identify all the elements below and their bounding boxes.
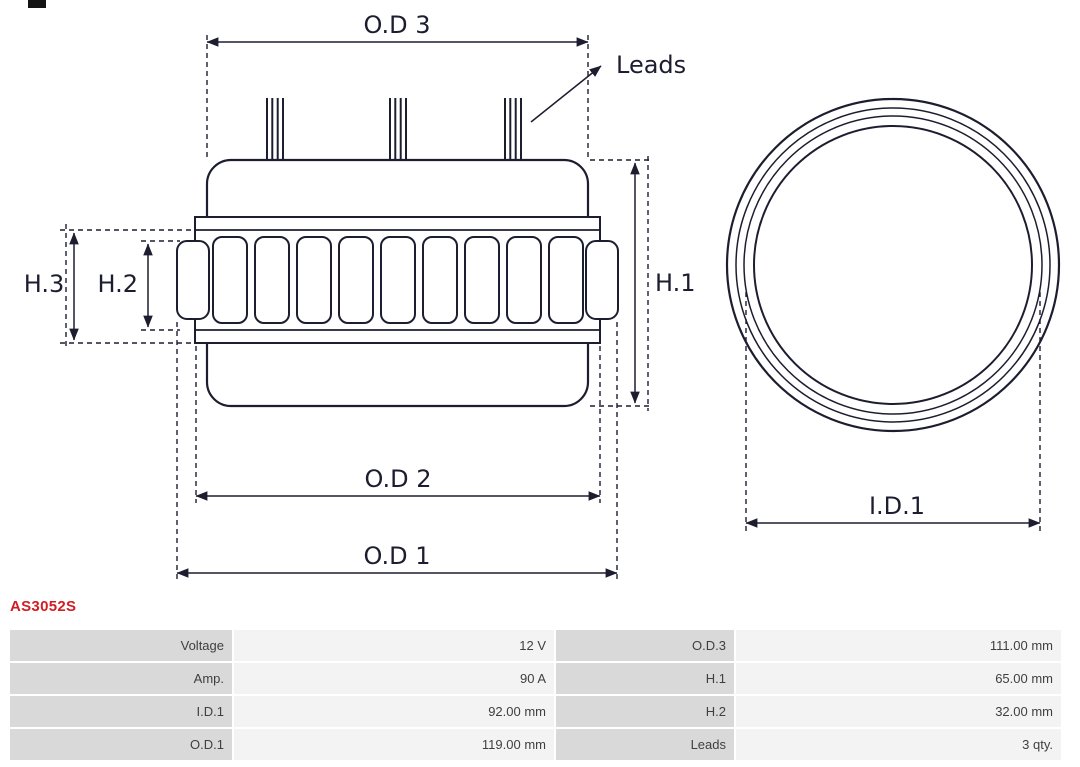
spec-label-cell: H.1 [556, 663, 734, 694]
stator-leads [266, 98, 522, 162]
spec-label-cell: Voltage [10, 630, 232, 661]
spec-label-cell: Amp. [10, 663, 232, 694]
dim-h2: H.2 [97, 240, 180, 331]
dim-id1: I.D.1 [745, 292, 1041, 531]
spec-row: I.D.1 92.00 mm H.2 32.00 mm [10, 696, 1061, 727]
spec-label-cell: O.D.1 [10, 729, 232, 760]
dim-od3: O.D 3 [206, 11, 589, 157]
spec-label-cell: O.D.3 [556, 630, 734, 661]
coil-end-caps [176, 240, 619, 320]
spec-value-cell: 3 qty. [736, 729, 1061, 760]
dim-label-id1: I.D.1 [869, 492, 925, 520]
dim-label-od2: O.D 2 [365, 465, 432, 493]
dim-od2: O.D 2 [195, 346, 601, 503]
dim-label-od3: O.D 3 [364, 11, 431, 39]
spec-label-cell: Leads [556, 729, 734, 760]
spec-row: Amp. 90 A H.1 65.00 mm [10, 663, 1061, 694]
spec-row: O.D.1 119.00 mm Leads 3 qty. [10, 729, 1061, 760]
spec-value-cell: 12 V [234, 630, 554, 661]
corner-mark [28, 0, 46, 8]
spec-value-cell: 90 A [234, 663, 554, 694]
stator-side-view [176, 98, 619, 408]
spec-value-cell: 32.00 mm [736, 696, 1061, 727]
dim-label-h1: H.1 [655, 269, 696, 297]
dim-h3: H.3 [24, 224, 196, 349]
spec-value-cell: 111.00 mm [736, 630, 1061, 661]
dim-h1: H.1 [590, 156, 696, 411]
dim-label-h2: H.2 [97, 270, 138, 298]
stator-technical-drawing: O.D 3 Leads H.1 H.3 [24, 11, 1061, 580]
leads-annotation: Leads [530, 51, 686, 123]
dimension-annotations: O.D 3 Leads H.1 H.3 [24, 11, 696, 580]
spec-value-cell: 65.00 mm [736, 663, 1061, 694]
spec-row: Voltage 12 V O.D.3 111.00 mm [10, 630, 1061, 661]
spec-table: Voltage 12 V O.D.3 111.00 mm Amp. 90 A H… [10, 630, 1061, 760]
spec-value-cell: 92.00 mm [234, 696, 554, 727]
spec-label-cell: I.D.1 [10, 696, 232, 727]
part-number: AS3052S [10, 598, 77, 615]
spec-label-cell: H.2 [556, 696, 734, 727]
leads-label: Leads [616, 51, 686, 79]
stator-front-view [725, 97, 1061, 433]
dim-label-h3: H.3 [24, 270, 65, 298]
stator-slots [212, 236, 584, 324]
dim-label-od1: O.D 1 [364, 542, 431, 570]
dim-od1: O.D 1 [176, 322, 618, 580]
spec-value-cell: 119.00 mm [234, 729, 554, 760]
